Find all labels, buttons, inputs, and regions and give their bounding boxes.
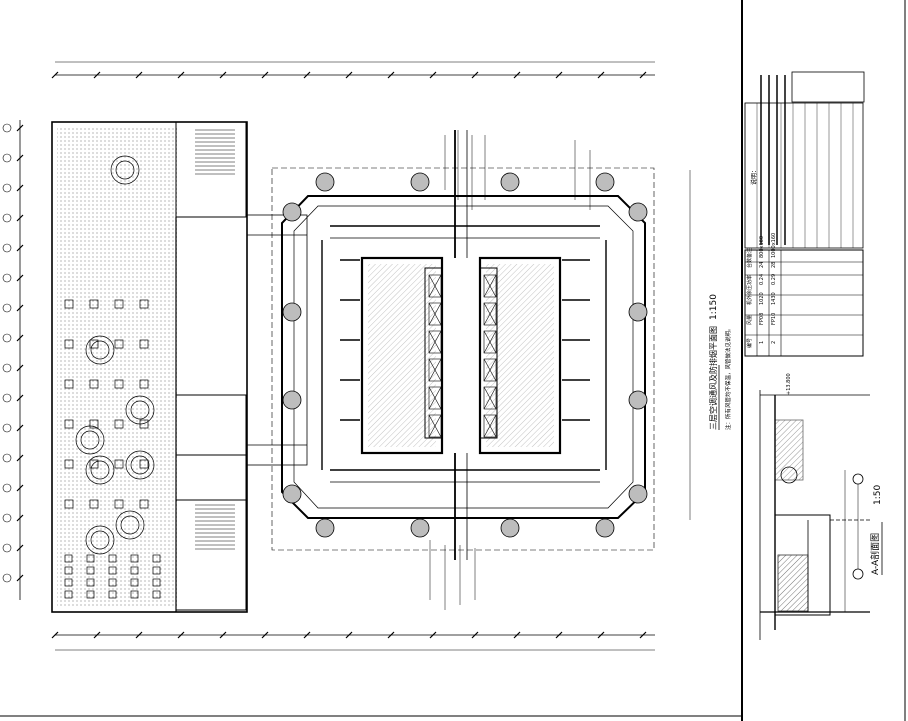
- plan-title-block: 三层空调通风及防排烟平面图 1:150 注：所有风管均不保温，风管做法见说明。: [708, 294, 732, 430]
- legend-header-cell: 功率: [746, 275, 753, 285]
- column: [282, 202, 302, 222]
- legend-cell: FP08: [759, 313, 765, 325]
- legend-header-cell: 风量: [746, 315, 753, 325]
- legend-cell: 0.24: [759, 274, 765, 285]
- section-view: +13.800: [759, 373, 870, 640]
- column: [282, 390, 302, 410]
- legend-cell: FP10: [771, 313, 777, 325]
- legend-cell: 2: [771, 341, 777, 344]
- equipment-legend: 说明：: [744, 71, 865, 357]
- column: [595, 172, 615, 192]
- column: [410, 172, 430, 192]
- legend-cell: 0.29: [771, 274, 777, 285]
- section-elevation: +13.800: [786, 373, 792, 395]
- legend-cell: 24: [759, 262, 765, 268]
- legend-header-cell: 编号: [746, 338, 753, 348]
- legend-row-1: 1 FP08 1020 0.24 24 800x160: [759, 236, 765, 344]
- plan-title: 三层空调通风及防排烟平面图: [708, 326, 718, 430]
- section-scale: 1:50: [873, 485, 883, 505]
- legend-header: 编号 风量 机外余压 功率 台数 备注: [746, 248, 753, 348]
- legend-header-cell: 备注: [746, 248, 753, 258]
- column: [628, 302, 648, 322]
- column: [282, 302, 302, 322]
- column: [315, 172, 335, 192]
- legend-cell: 1020: [759, 292, 765, 305]
- column: [500, 172, 520, 192]
- column: [628, 390, 648, 410]
- legend-cell: 28: [771, 262, 777, 268]
- legend-cell: 1000x160: [771, 233, 777, 258]
- legend-header-cell: 机外余压: [746, 285, 753, 305]
- legend-row-2: 2 FP10 1430 0.29 28 1000x160: [771, 233, 777, 344]
- section-title: A-A剖面图: [869, 533, 881, 575]
- legend-cell: 800x160: [759, 236, 765, 258]
- column: [500, 518, 520, 538]
- plan-note: 注：所有风管均不保温，风管做法见说明。: [724, 325, 732, 430]
- column: [282, 484, 302, 504]
- section-title-block: A-A剖面图 1:50: [869, 485, 883, 575]
- legend-header-cell: 台数: [746, 258, 753, 268]
- column: [315, 518, 335, 538]
- legend-cell: 1430: [771, 292, 777, 305]
- legend-notes-head: 说明：: [750, 167, 758, 185]
- column: [410, 518, 430, 538]
- column: [595, 518, 615, 538]
- legend-cell: 1: [759, 341, 765, 344]
- column: [628, 202, 648, 222]
- plan-scale: 1:150: [709, 294, 719, 320]
- column: [628, 484, 648, 504]
- floor-plan: [2, 61, 691, 651]
